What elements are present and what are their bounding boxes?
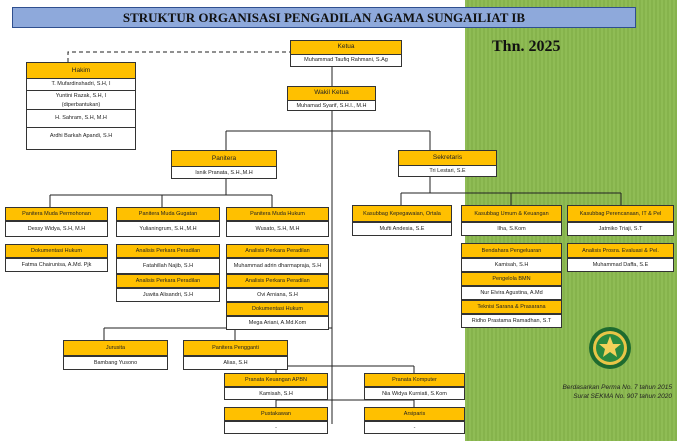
- dashed-line-ketua-hakim: [67, 51, 290, 62]
- pm-permohonan-title: Panitera Muda Permohonan: [5, 207, 108, 221]
- dokumentasi-hukum-2-name: Mega Ariani, A.Md.Kom: [226, 316, 329, 330]
- pengelola-bmn-name: Nur Elvira Agustina, A.Md: [461, 286, 562, 300]
- analis-hukum-2-name: Ovi Arniana, S.H: [226, 288, 329, 302]
- panitera-name: Isnik Pranata, S.H.,M.H: [195, 170, 253, 176]
- sekretaris-box: Sekretaris Tri Lestari, S.E: [398, 150, 497, 177]
- pm-hukum-title: Panitera Muda Hukum: [226, 207, 329, 221]
- pm-gugatan-name: Yulianingrum, S.H.,M.H: [116, 221, 220, 237]
- hakim-member: Ardhi Barkah Apandi, S.H: [49, 133, 113, 139]
- panitera-title: Panitera: [172, 151, 276, 167]
- hakim-title: Hakim: [27, 63, 135, 79]
- teknisi-title: Teknisi Sarana & Prasarana: [461, 300, 562, 314]
- pm-permohonan-name: Dessy Widya, S.H, M.H: [5, 221, 108, 237]
- analis-gugatan-2-title: Analisis Perkara Peradilan: [116, 274, 220, 288]
- analis-hukum-2-title: Analisis Perkara Peradilan: [226, 274, 329, 288]
- court-emblem-icon: [589, 327, 631, 369]
- legal-basis-note: Berdasarkan Perma No. 7 tahun 2015 Surat…: [532, 383, 672, 401]
- hakim-box: Hakim T. Mufardinshadri, S.H, I Yuntini …: [26, 62, 136, 150]
- hakim-member-note: (diperbantukan): [61, 102, 101, 108]
- dokumentasi-hukum-2-title: Dokumentasi Hukum: [226, 302, 329, 316]
- pranata-keuangan-name: Kamisah, S.H: [224, 387, 328, 400]
- pengelola-bmn-title: Pengelola BMN: [461, 272, 562, 286]
- bendahara-title: Bendahara Pengeluaran: [461, 243, 562, 258]
- arsiparis-name: -: [364, 421, 465, 434]
- pranata-keuangan-title: Pranata Keuangan APBN: [224, 373, 328, 387]
- chart-year: Thn. 2025: [492, 38, 561, 55]
- analis-program-title: Analisis Prosra. Evaluasi & Pel.: [567, 243, 674, 258]
- panitera-pengganti-name: Alias, S.H: [183, 356, 288, 370]
- dokumentasi-hukum-1-name: Fatma Chairunisa, A.Md. Pjk: [5, 258, 108, 272]
- pm-hukum-name: Wusato, S.H, M.H: [226, 221, 329, 237]
- chart-title: STRUKTUR ORGANISASI PENGADILAN AGAMA SUN…: [12, 7, 636, 28]
- analis-gugatan-1-name: Fatahillah Najib, S.H: [116, 258, 220, 274]
- sekretaris-name: Tri Lestari, S.E: [429, 168, 466, 174]
- analis-gugatan-1-title: Analisis Perkara Peradilan: [116, 244, 220, 258]
- kasubbag-umum-title: Kasubbag Umum & Keuangan: [461, 205, 562, 222]
- kasubbag-umum-name: Ilha, S.Kom: [461, 222, 562, 236]
- wakil-ketua-box: Wakil Ketua Muhamad Syarif, S.H.I., M.H: [287, 86, 376, 111]
- ketua-title: Ketua: [291, 41, 401, 55]
- hakim-member: T. Mufardinshadri, S.H, I: [27, 79, 135, 91]
- analis-program-name: Muhammad Daffa, S.E: [567, 258, 674, 272]
- sekretaris-title: Sekretaris: [399, 151, 496, 166]
- pranata-komputer-name: Nia Widya Kurniati, S.Kom: [364, 387, 465, 400]
- kasubbag-perencanaan-title: Kasubbag Perencanaan, IT & Pel: [567, 205, 674, 222]
- pranata-komputer-title: Pranata Komputer: [364, 373, 465, 387]
- ketua-box: Ketua Muhammad Taufiq Rahmani, S.Ag: [290, 40, 402, 67]
- hakim-member: Yuntini Razak, S.H, I (diperbantukan): [27, 91, 135, 110]
- legal-basis-line: Berdasarkan Perma No. 7 tahun 2015: [562, 384, 672, 391]
- bendahara-name: Kamisah, S.H: [461, 258, 562, 272]
- kasubbag-perencanaan-name: Jatmiko Triaji, S.T: [567, 222, 674, 236]
- pustakawan-title: Pustakawan: [224, 407, 328, 421]
- analis-hukum-1-name: Muhammad adrin dharmapraja, S.H: [226, 258, 329, 274]
- hakim-member: H. Sahram, S.H, M.H: [27, 110, 135, 128]
- panitera-box: Panitera Isnik Pranata, S.H.,M.H: [171, 150, 277, 179]
- hakim-member-name: Yuntini Razak, S.H, I: [55, 93, 107, 99]
- pustakawan-name: -: [224, 421, 328, 434]
- analis-gugatan-2-name: Juwita Alisandri, S.H: [116, 288, 220, 302]
- legal-basis-line: Surat SEKMA No. 907 tahun 2020: [573, 393, 672, 400]
- jurusita-title: Jurusita: [63, 340, 168, 356]
- wakil-ketua-title: Wakil Ketua: [288, 87, 375, 101]
- teknisi-name: Ridho Prastama Ramadhan, S.T: [461, 314, 562, 328]
- kasubbag-kepegawaian-name: Mufti Andesia, S.E: [352, 222, 452, 236]
- analis-hukum-1-title: Analisis Perkara Peradilan: [226, 244, 329, 258]
- wakil-ketua-name: Muhamad Syarif, S.H.I., M.H: [296, 103, 367, 109]
- panitera-pengganti-title: Panitera Pengganti: [183, 340, 288, 356]
- kasubbag-kepegawaian-title: Kasubbag Kepegawaian, Ortala: [352, 205, 452, 222]
- pm-gugatan-title: Panitera Muda Gugatan: [116, 207, 220, 221]
- arsiparis-title: Arsiparis: [364, 407, 465, 421]
- jurusita-name: Bambang Yusono: [63, 356, 168, 370]
- dokumentasi-hukum-1-title: Dokumentasi Hukum: [5, 244, 108, 258]
- ketua-name: Muhammad Taufiq Rahmani, S.Ag: [304, 57, 388, 63]
